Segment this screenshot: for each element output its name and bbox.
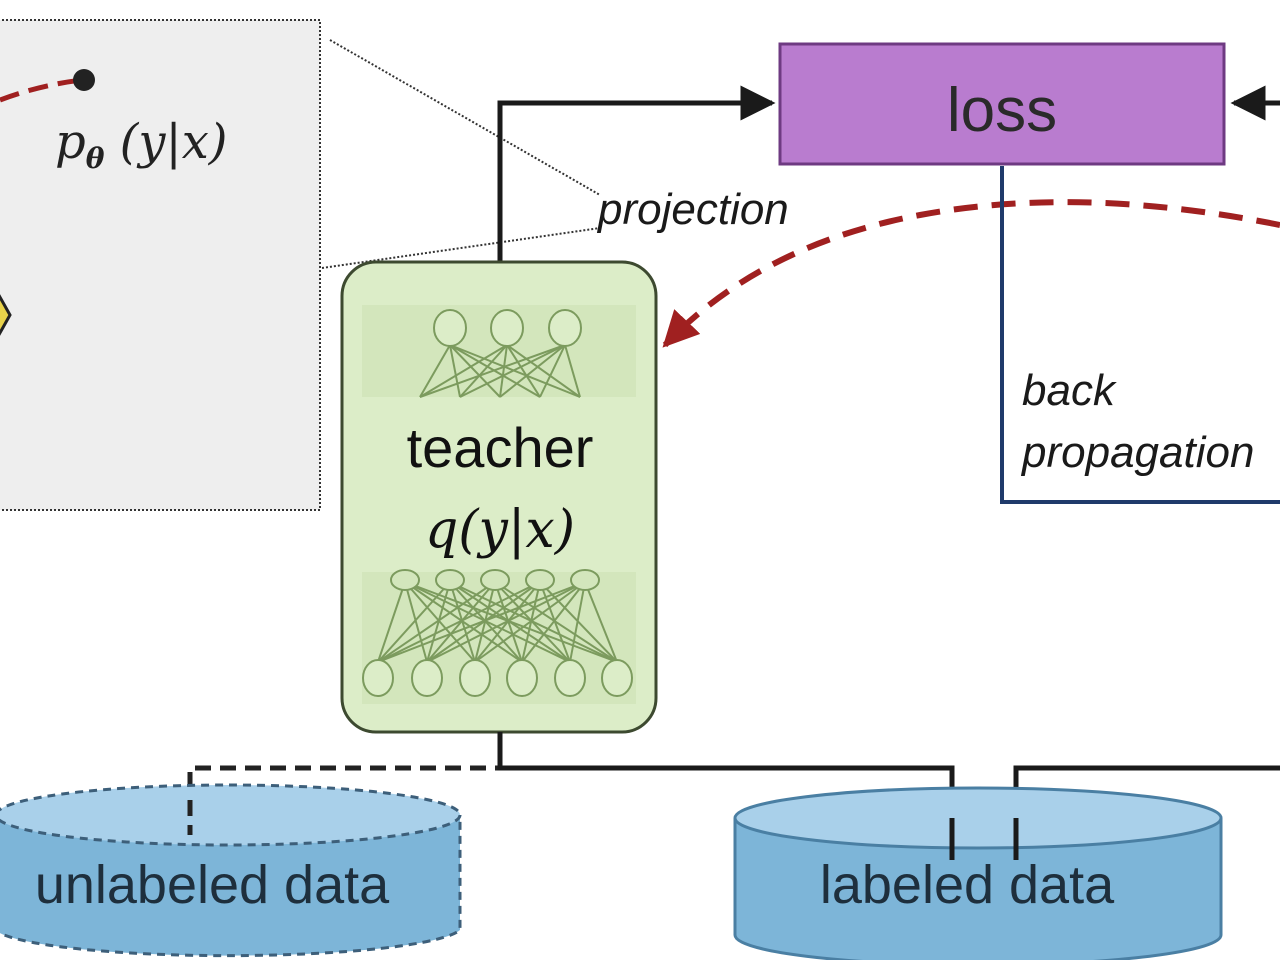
backprop-line	[1000, 166, 1280, 504]
projection-feedback-arc	[662, 199, 1280, 348]
projection-zoom-line-top	[329, 39, 601, 196]
unlabeled-cylinder-top	[0, 783, 462, 847]
loss-box	[778, 42, 1226, 166]
teacher-node: teacher q(y|x)	[340, 260, 658, 734]
propagation-label: propagation	[1020, 428, 1254, 477]
network-bottom-edges	[377, 581, 618, 663]
loss-label: loss	[947, 76, 1057, 145]
labeled-cylinder-body	[733, 818, 1223, 960]
database-cylinder-icon: labeled data	[733, 786, 1223, 960]
network-top-edges	[419, 344, 581, 398]
loss-node: loss	[778, 42, 1226, 166]
teacher-to-loss-arrow	[497, 85, 776, 285]
neural-network-icon	[419, 309, 582, 398]
unlabeled-data-label: unlabeled data	[35, 855, 390, 915]
database-cylinder-icon: unlabeled data	[0, 783, 462, 958]
unlabeled-cylinder-body	[0, 815, 462, 958]
student-panel: pθ (y|x)	[0, 19, 321, 511]
neural-network-icon	[362, 569, 633, 697]
teacher-label: teacher	[407, 416, 594, 479]
labeled-data-label: labeled data	[820, 855, 1115, 915]
back-label: back	[1022, 366, 1117, 415]
projection-zoom-line-bottom	[321, 227, 601, 269]
p-theta-point	[73, 69, 95, 91]
p-theta-label: pθ (y|x)	[55, 114, 228, 175]
projection-label: projection	[596, 185, 789, 234]
labeled-cylinder-top	[733, 786, 1223, 850]
teacher-distribution-label: q(y|x)	[425, 500, 575, 560]
student-diamond-marker	[0, 294, 12, 336]
student-panel-box	[0, 19, 321, 511]
